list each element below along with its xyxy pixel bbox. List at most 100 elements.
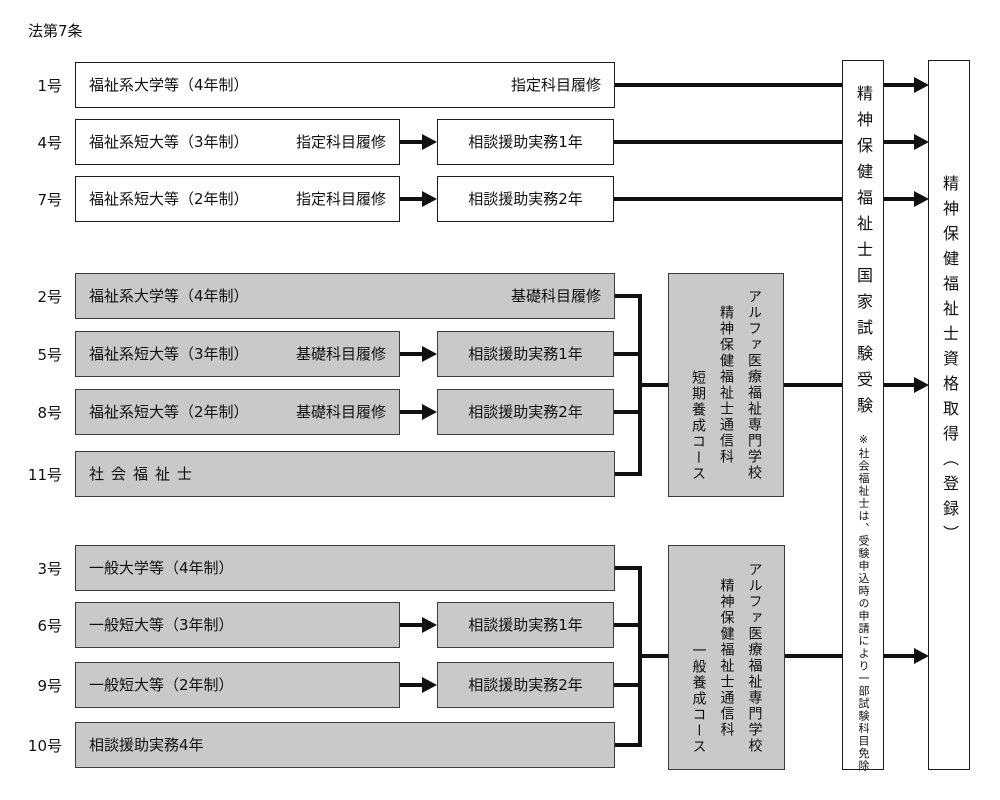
- box-4-practice-text: 相談援助実務1年: [468, 132, 583, 151]
- box-2-tag-text: 基礎科目履修: [510, 286, 601, 305]
- row-label-7: 7号: [37, 190, 62, 209]
- connector-row3-merge: [615, 566, 640, 570]
- box-5-tag-text: 基礎科目履修: [295, 344, 386, 363]
- row-label-1: 1号: [37, 76, 62, 95]
- box-11-social-worker: 社会福祉士: [75, 451, 615, 497]
- box-9-school: 一般短大等（2年制）: [75, 662, 400, 708]
- box-3-main-text: 一般大学等（4年制）: [89, 558, 234, 577]
- row-label-10: 10号: [27, 736, 62, 755]
- box-8-tag-text: 基礎科目履修: [295, 402, 386, 421]
- arrow-row4-head: [422, 134, 437, 150]
- arrow-exam-row7-head: [914, 191, 929, 207]
- box-8-school: 福祉系短大等（2年制） 基礎科目履修: [75, 389, 400, 435]
- national-exam-vertical-text: 精神保健福祉士国家試験受験 ※社会福祉士は、受験申込時の申請により一部試験科目免除: [851, 61, 875, 773]
- connector-row4-to-exam: [614, 140, 842, 144]
- arrow-row8-line: [400, 410, 425, 414]
- box-1-main-text: 福祉系大学等（4年制）: [89, 75, 249, 94]
- arrow-row6-line: [400, 623, 425, 627]
- box-1-school: 福祉系大学等（4年制） 指定科目履修: [75, 62, 615, 108]
- connector-row8-merge: [614, 410, 640, 414]
- box-4-practice: 相談援助実務1年: [437, 119, 614, 165]
- arrow-exam-short-head: [914, 377, 929, 393]
- row-label-11: 11号: [27, 465, 62, 484]
- box-5-practice: 相談援助実務1年: [437, 331, 614, 377]
- arrow-row5-line: [400, 352, 425, 356]
- arrow-row9-head: [422, 677, 437, 693]
- arrow-exam-general-line: [884, 654, 915, 658]
- box-8-main-text: 福祉系短大等（2年制）: [89, 402, 249, 421]
- box-7-practice: 相談援助実務2年: [437, 176, 614, 222]
- general-course-school-line: アルファ医療福祉専門学校: [746, 561, 763, 754]
- license-acquired-vertical-text: 精神保健福祉士資格取得（登録）: [940, 175, 959, 550]
- arrow-row8-head: [422, 404, 437, 420]
- arrow-row7-line: [400, 197, 425, 201]
- connector-row5-merge: [614, 352, 640, 356]
- box-11-main-text: 社会福祉士: [89, 464, 200, 483]
- box-5-practice-text: 相談援助実務1年: [468, 344, 583, 363]
- general-course-dept-line: 精神保健福祉士通信科: [718, 577, 735, 738]
- row-label-8: 8号: [37, 403, 62, 422]
- short-course-name-line: 短期養成コース: [690, 370, 706, 482]
- arrow-row5-head: [422, 346, 437, 362]
- box-2-school: 福祉系大学等（4年制） 基礎科目履修: [75, 273, 615, 319]
- stub-to-general-course: [640, 654, 668, 658]
- stub-to-short-course: [640, 383, 668, 387]
- box-9-main-text: 一般短大等（2年制）: [89, 675, 234, 694]
- connector-row11-merge: [615, 472, 640, 476]
- row-label-6: 6号: [37, 616, 62, 635]
- row-label-9: 9号: [37, 676, 62, 695]
- connector-row6-merge: [614, 623, 640, 627]
- box-2-main-text: 福祉系大学等（4年制）: [89, 286, 249, 305]
- short-course-dept-line: 精神保健福祉士通信科: [718, 305, 734, 465]
- box-6-practice-text: 相談援助実務1年: [468, 615, 583, 634]
- box-8-practice-text: 相談援助実務2年: [468, 402, 583, 421]
- short-course-vertical-text: アルファ医療福祉専門学校 精神保健福祉士通信科 短期養成コース: [684, 274, 768, 496]
- box-7-practice-text: 相談援助実務2年: [468, 189, 583, 208]
- box-1-tag-text: 指定科目履修: [510, 75, 601, 94]
- connector-row7-to-exam: [614, 197, 842, 201]
- arrow-exam-short-line: [884, 383, 915, 387]
- arrow-exam-row7-line: [884, 197, 915, 201]
- box-4-school: 福祉系短大等（3年制） 指定科目履修: [75, 119, 400, 165]
- row-label-2: 2号: [37, 287, 62, 306]
- law-article-label: 法第7条: [28, 22, 83, 40]
- connector-general-course-to-exam: [785, 654, 842, 658]
- box-6-school: 一般短大等（3年制）: [75, 602, 400, 648]
- box-10-main-text: 相談援助実務4年: [89, 735, 204, 754]
- box-7-tag-text: 指定科目履修: [295, 189, 386, 208]
- connector-row2-merge: [615, 294, 640, 298]
- box-7-school: 福祉系短大等（2年制） 指定科目履修: [75, 176, 400, 222]
- connector-row9-merge: [614, 683, 640, 687]
- short-course-box: アルファ医療福祉専門学校 精神保健福祉士通信科 短期養成コース: [668, 273, 784, 497]
- row-label-5: 5号: [37, 345, 62, 364]
- box-6-practice: 相談援助実務1年: [437, 602, 614, 648]
- general-course-box: アルファ医療福祉専門学校 精神保健福祉士通信科 一般養成コース: [668, 545, 785, 770]
- arrow-exam-row1-line: [884, 83, 915, 87]
- box-4-tag-text: 指定科目履修: [295, 132, 386, 151]
- arrow-exam-general-head: [914, 648, 929, 664]
- box-5-main-text: 福祉系短大等（3年制）: [89, 344, 249, 363]
- arrow-row9-line: [400, 683, 425, 687]
- box-4-main-text: 福祉系短大等（3年制）: [89, 132, 249, 151]
- box-6-main-text: 一般短大等（3年制）: [89, 615, 234, 634]
- arrow-exam-row4-head: [914, 134, 929, 150]
- arrow-row4-line: [400, 140, 425, 144]
- national-exam-note: ※社会福祉士は、受験申込時の申請により一部試験科目免除: [857, 433, 870, 773]
- short-course-school-line: アルファ医療福祉専門学校: [746, 289, 762, 481]
- connector-row1-to-exam: [615, 83, 842, 87]
- arrow-exam-row4-line: [884, 140, 915, 144]
- connector-row10-merge: [615, 743, 640, 747]
- box-10-practice4: 相談援助実務4年: [75, 722, 615, 768]
- box-7-main-text: 福祉系短大等（2年制）: [89, 189, 249, 208]
- arrow-exam-row1-head: [914, 77, 929, 93]
- row-label-3: 3号: [37, 559, 62, 578]
- box-5-school: 福祉系短大等（3年制） 基礎科目履修: [75, 331, 400, 377]
- connector-short-course-to-exam: [784, 383, 842, 387]
- general-course-name-line: 一般養成コース: [690, 643, 707, 755]
- box-3-school: 一般大学等（4年制）: [75, 545, 615, 591]
- license-acquired-box: 精神保健福祉士資格取得（登録）: [928, 60, 970, 770]
- national-exam-title: 精神保健福祉士国家試験受験: [854, 85, 873, 423]
- arrow-row7-head: [422, 191, 437, 207]
- box-9-practice-text: 相談援助実務2年: [468, 675, 583, 694]
